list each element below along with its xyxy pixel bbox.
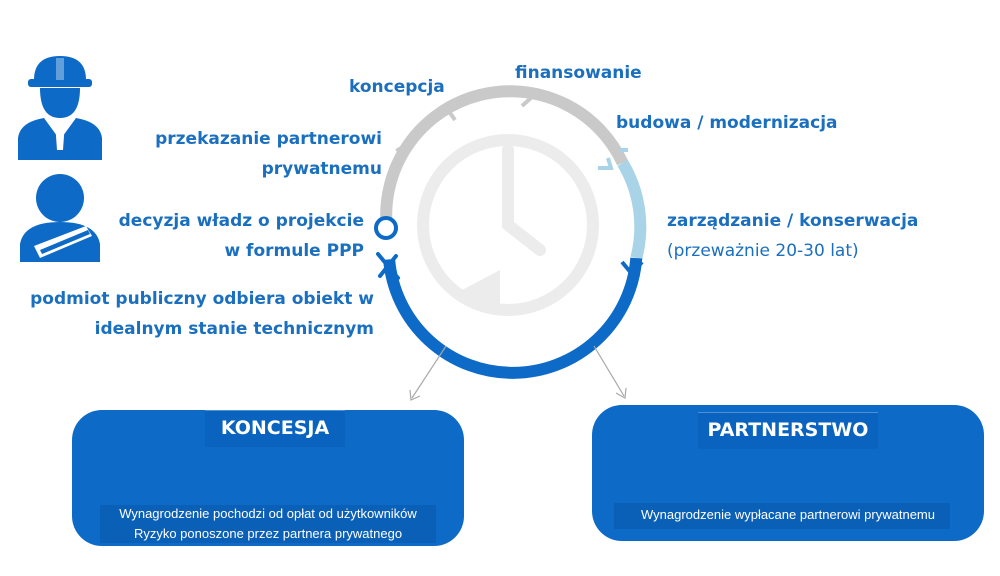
stage-handover-label: przekazanie partnerowi prywatnemu <box>155 124 382 184</box>
partnership-text-panel <box>614 503 950 529</box>
stage-decision-line1: decyzja władz o projekcie <box>118 211 364 231</box>
cycle-blue-arc <box>383 257 643 379</box>
concession-description: Wynagrodzenie pochodzi od opłat od użytk… <box>72 504 464 544</box>
stage-handover-line2: prywatnemu <box>261 159 382 179</box>
official-person-icon <box>20 174 100 262</box>
cycle-grey-arc <box>380 85 629 225</box>
receipt-marker-icon <box>376 252 400 280</box>
clock-icon <box>417 134 599 316</box>
stage-receipt-line2: idealnym stanie technicznym <box>94 319 374 339</box>
worker-helmet-icon <box>18 56 102 160</box>
stage-construction-label: budowa / modernizacja <box>616 113 838 133</box>
concession-text-panel <box>100 505 436 543</box>
concession-title: KONCESJA <box>205 410 345 447</box>
stage-decision-line2: w formule PPP <box>224 241 364 261</box>
chevron-light-blue-icon <box>598 157 614 170</box>
decision-marker-icon <box>374 216 398 240</box>
stage-management-label: zarządzanie / konserwacja <box>667 211 919 231</box>
stage-handover-line1: przekazanie partnerowi <box>155 129 382 149</box>
stage-concept-label: koncepcja <box>349 77 445 97</box>
cycle-light-blue-arc <box>617 159 647 260</box>
connector-right <box>593 345 627 399</box>
connector-left <box>409 345 447 401</box>
stage-decision-label: decyzja władz o projekcie w formule PPP <box>119 206 364 266</box>
chevron-blue-icon <box>620 260 644 278</box>
partnership-description: Wynagrodzenie wypłacane partnerowi prywa… <box>592 505 984 525</box>
stage-management-note: (przeważnie 20-30 lat) <box>667 241 859 261</box>
stage-receipt-line1: podmiot publiczny odbiera obiekt w <box>30 289 374 309</box>
chevron-grey-icon <box>445 102 460 122</box>
chevron-grey-icon <box>395 142 410 162</box>
stage-receipt-label: podmiot publiczny odbiera obiekt w ideal… <box>30 284 374 344</box>
partnership-line1: Wynagrodzenie wypłacane partnerowi prywa… <box>641 507 935 522</box>
partnership-title: PARTNERSTWO <box>698 412 878 449</box>
concession-line2: Ryzyko ponoszone przez partnera prywatne… <box>133 526 403 541</box>
stage-financing-label: finansowanie <box>515 63 642 83</box>
concession-line1: Wynagrodzenie pochodzi od opłat od użytk… <box>119 506 417 521</box>
chevron-grey-icon <box>520 88 536 108</box>
